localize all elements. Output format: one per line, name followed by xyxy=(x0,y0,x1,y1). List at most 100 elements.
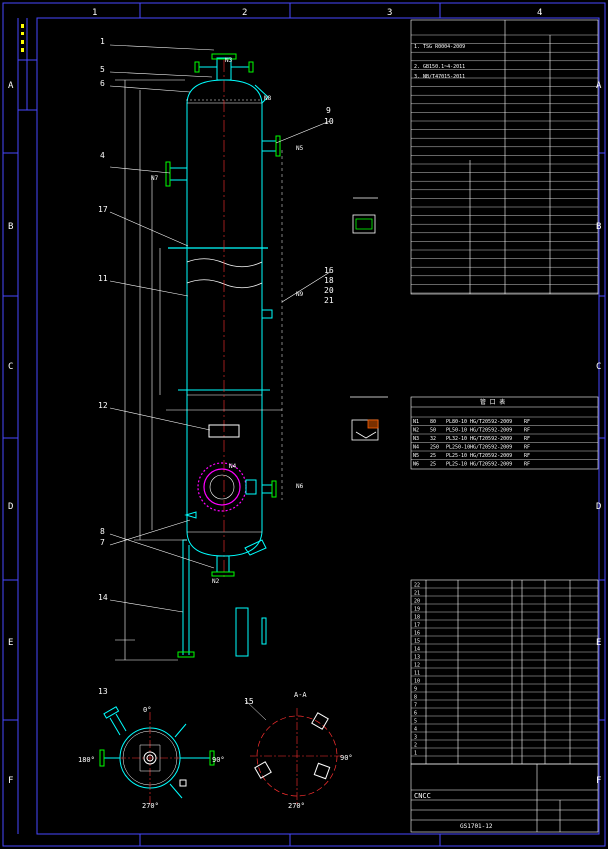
balloon-9: 9 xyxy=(326,106,331,115)
nozzle-table-cell: N5 xyxy=(413,453,419,459)
parts-row-number: 2 xyxy=(414,743,417,749)
zone-row-a: A xyxy=(8,81,14,91)
zone-col-4: 4 xyxy=(537,8,542,18)
nozzle-table-cell: N6 xyxy=(413,462,419,468)
nozzle-table-cell: 25 xyxy=(430,453,436,459)
plan-angle-0: 0° xyxy=(143,706,151,714)
balloon-18: 18 xyxy=(324,276,334,285)
parts-row-number: 20 xyxy=(414,599,420,605)
parts-row-number: 18 xyxy=(414,615,420,621)
nozzle-table-cell: 250 xyxy=(430,445,439,451)
zone-row-b: B xyxy=(8,222,13,232)
nozzle-table-cell: 50 xyxy=(430,428,436,434)
nozzle-table-cell: PL32-10 xyxy=(446,436,467,442)
balloon-8: 8 xyxy=(100,527,105,536)
balloon-13: 13 xyxy=(98,687,108,696)
plan-angle-180: 180° xyxy=(78,756,95,764)
parts-row-number: 17 xyxy=(414,623,420,629)
parts-row-number: 5 xyxy=(414,719,417,725)
spec-standard-1: 1. TSG R0004-2009 xyxy=(414,44,465,50)
nozzle-table-cell: PL25-10 xyxy=(446,453,467,459)
zone-row-c-right: C xyxy=(596,362,601,372)
balloon-6: 6 xyxy=(100,79,105,88)
bottom-nozzle xyxy=(216,555,230,573)
nozzle-table-cell: RF xyxy=(524,436,530,442)
zone-col-2: 2 xyxy=(242,8,247,18)
dimension-lines xyxy=(115,79,282,661)
balloon-11: 11 xyxy=(98,274,108,283)
zone-row-e-right: E xyxy=(596,638,601,648)
parts-row-number: 22 xyxy=(414,583,420,589)
parts-row-number: 19 xyxy=(414,607,420,613)
detail-views xyxy=(350,197,388,441)
balloon-10: 10 xyxy=(324,117,334,126)
nozzle-table-cell: 25 xyxy=(430,462,436,468)
label-n2: N2 xyxy=(212,578,220,585)
title-block xyxy=(410,763,599,833)
nozzle-table-cell: HG/T20592-2009 xyxy=(470,428,512,434)
nozzle-table-cell: N2 xyxy=(413,428,419,434)
parts-row-number: 16 xyxy=(414,631,420,637)
zone-row-c: C xyxy=(8,362,13,372)
zone-col-1: 1 xyxy=(92,8,97,18)
label-n4: N4 xyxy=(229,463,237,470)
nozzle-table-cell: RF xyxy=(524,462,530,468)
zone-col-3: 3 xyxy=(387,8,392,18)
nozzle-table-title: 管 口 表 xyxy=(480,398,505,406)
parts-row-number: 6 xyxy=(414,711,417,717)
lifting-lug xyxy=(254,84,269,104)
zone-row-a-right: A xyxy=(596,81,602,91)
nozzle-table-cell: N4 xyxy=(413,445,419,451)
balloon-16: 16 xyxy=(324,266,334,275)
vessel-elevation xyxy=(165,53,283,658)
nozzle-table-cell: RF xyxy=(524,419,530,425)
nozzle-table-cell: PL50-10 xyxy=(446,428,467,434)
balloon-21: 21 xyxy=(324,296,334,305)
break-line-upper xyxy=(186,258,263,268)
nozzle-table-cell: PL80-10 xyxy=(446,419,467,425)
nozzle-table-cell: HG/T20592-2009 xyxy=(470,462,512,468)
zone-row-d: D xyxy=(8,502,13,512)
parts-row-number: 11 xyxy=(414,671,420,677)
label-n8: N8 xyxy=(264,95,272,102)
parts-row-number: 7 xyxy=(414,703,417,709)
break-line-lower xyxy=(186,279,263,289)
label-n7: N7 xyxy=(151,175,159,182)
balloon-20: 20 xyxy=(324,286,334,295)
balloon-5: 5 xyxy=(100,65,105,74)
nozzle-table-cell: HG/T20592-2009 xyxy=(470,453,512,459)
balloon-12: 12 xyxy=(98,401,108,410)
spec-standard-2: 2. GB150.1~4-2011 xyxy=(414,64,465,70)
balloon-1: 1 xyxy=(100,37,105,46)
plan-angle-270: 270° xyxy=(142,802,159,810)
manway xyxy=(197,462,247,512)
parts-row-number: 8 xyxy=(414,695,417,701)
balloon-15: 15 xyxy=(244,697,254,706)
nozzle-table-cell: PL250-10 xyxy=(446,445,470,451)
zone-row-f-right: F xyxy=(596,776,601,786)
spec-table xyxy=(410,19,599,295)
balloon-7: 7 xyxy=(100,538,105,547)
nozzle-table-cell: RF xyxy=(524,428,530,434)
zone-row-d-right: D xyxy=(596,502,601,512)
support-leg-detail xyxy=(235,607,249,657)
balloon-14: 14 xyxy=(98,593,108,602)
zone-row-e: E xyxy=(8,638,13,648)
nozzle-table-cell: N3 xyxy=(413,436,419,442)
parts-row-number: 10 xyxy=(414,679,420,685)
section-angle-270: 270° xyxy=(288,802,305,810)
leader-lines xyxy=(109,44,331,613)
label-n6: N6 xyxy=(296,483,304,490)
spec-table-text: 1. TSG R0004-2009 2. GB150.1~4-2011 3. N… xyxy=(414,44,465,80)
nozzle-table-cell: HG/T20592-2009 xyxy=(470,419,512,425)
nozzle-table-cell: PL25-10 xyxy=(446,462,467,468)
top-nozzle-pipe xyxy=(216,57,232,81)
zone-row-b-right: B xyxy=(596,222,601,232)
label-n3: N3 xyxy=(225,57,233,64)
parts-row-number: 4 xyxy=(414,727,417,733)
label-n5: N5 xyxy=(296,145,304,152)
handhole xyxy=(208,424,240,438)
